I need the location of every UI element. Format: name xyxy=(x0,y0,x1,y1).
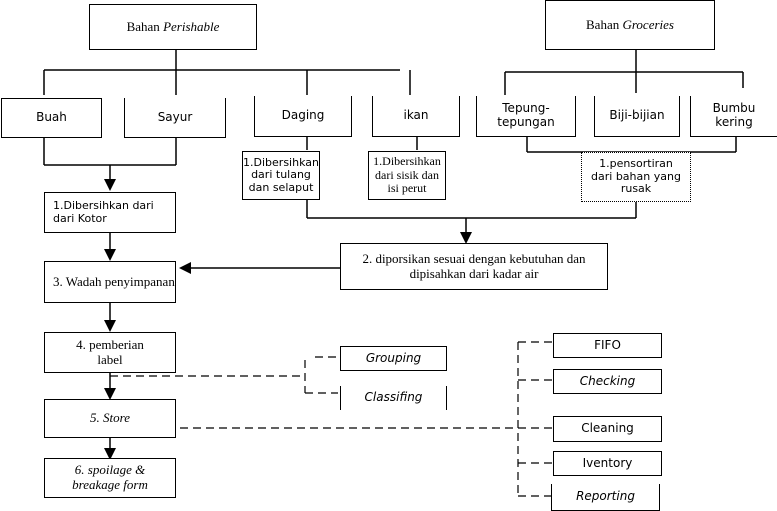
prep-groceries: 1.pensortiran dari bahan yang rusak xyxy=(581,152,691,202)
branch-classifing-text: Classifing xyxy=(364,390,423,405)
step-4-text: 4. pemberian label xyxy=(76,336,144,367)
branch-iventory: Iventory xyxy=(553,451,662,476)
branch-classifing: Classifing xyxy=(340,386,447,410)
item-daging-label: Daging xyxy=(281,108,325,123)
branch-cleaning-text: Cleaning xyxy=(581,421,634,436)
step-3-container: 3. Wadah penyimpanan xyxy=(44,261,176,303)
prep-groceries-text: 1.pensortiran dari bahan yang rusak xyxy=(591,157,681,196)
item-daging: Daging xyxy=(254,96,352,137)
branch-checking-text: Checking xyxy=(579,373,636,388)
item-biji-label: Biji-bijian xyxy=(609,108,665,123)
step-6-text: 6. spoilage & breakage form xyxy=(72,462,148,492)
step-3-text: 3. Wadah penyimpanan xyxy=(53,273,175,289)
branch-reporting-text: Reporting xyxy=(576,489,635,504)
root-groceries: Bahan Groceries xyxy=(545,0,715,50)
branch-iventory-text: Iventory xyxy=(582,455,633,470)
branch-checking: Checking xyxy=(553,369,662,394)
item-buah-label: Buah xyxy=(36,110,67,125)
root-groceries-prefix: Bahan xyxy=(586,16,620,32)
branch-grouping: Grouping xyxy=(340,346,447,371)
step-4-labeling: 4. pemberian label xyxy=(44,332,176,373)
step-5-text: 5. Store xyxy=(90,410,130,426)
step-2-text: 2. diporsikan sesuai dengan kebutuhan da… xyxy=(362,250,586,281)
root-groceries-term: Groceries xyxy=(622,16,674,32)
prep-buah-sayur-text: 1.Dibersihkan dari dari Kotor xyxy=(53,198,154,225)
branch-grouping-text: Grouping xyxy=(365,350,422,365)
step-2-portioning: 2. diporsikan sesuai dengan kebutuhan da… xyxy=(340,243,608,290)
root-perishable-term: Perishable xyxy=(163,18,220,34)
prep-buah-sayur: 1.Dibersihkan dari dari Kotor xyxy=(44,192,176,233)
branch-reporting: Reporting xyxy=(551,484,660,511)
item-bumbu: Bumbu kering xyxy=(690,96,777,137)
item-biji: Biji-bijian xyxy=(594,96,680,137)
prep-daging-text: 1.Dibersihkan dari tulang dan selaput xyxy=(243,155,319,194)
item-bumbu-label: Bumbu kering xyxy=(712,101,756,129)
step-6-spoilage: 6. spoilage & breakage form xyxy=(44,458,176,498)
item-tepung: Tepung- tepungan xyxy=(476,96,576,137)
root-perishable: Bahan Perishable xyxy=(89,4,257,50)
item-ikan-label: ikan xyxy=(403,108,429,123)
root-perishable-prefix: Bahan xyxy=(126,18,160,34)
prep-ikan-text: 1.Dibersihkan dari sisik dan isi perut xyxy=(373,153,441,196)
branch-cleaning: Cleaning xyxy=(553,416,662,442)
item-sayur: Sayur xyxy=(124,98,226,138)
item-sayur-label: Sayur xyxy=(157,109,193,124)
item-tepung-label: Tepung- tepungan xyxy=(497,101,555,129)
prep-ikan: 1.Dibersihkan dari sisik dan isi perut xyxy=(368,151,446,200)
item-buah: Buah xyxy=(1,98,102,138)
branch-fifo: FIFO xyxy=(553,333,662,358)
branch-fifo-text: FIFO xyxy=(594,337,621,352)
item-ikan: ikan xyxy=(372,96,460,137)
prep-daging: 1.Dibersihkan dari tulang dan selaput xyxy=(242,151,320,200)
step-5-store: 5. Store xyxy=(44,399,176,438)
